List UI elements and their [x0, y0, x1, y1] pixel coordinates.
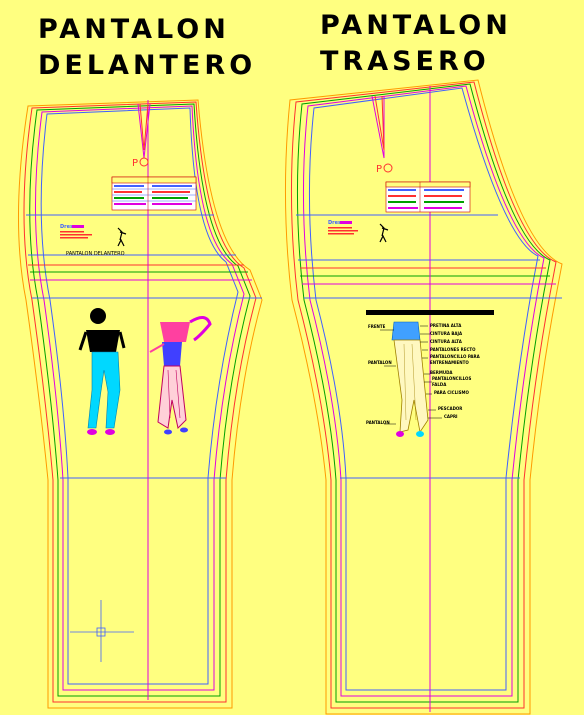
note-pescador: PESCADOR — [438, 406, 462, 411]
note-falda: FALDA — [432, 382, 447, 387]
back-logo-block: Dres — [328, 220, 389, 243]
note-bermuda: BERMUDA — [430, 370, 453, 375]
front-logo-block: Dres — [60, 224, 127, 247]
front-brand-text: Dres — [60, 224, 73, 230]
note-pantalon-2: PANTALON — [366, 420, 390, 425]
back-point-label: P — [376, 164, 382, 175]
note-capri: CAPRI — [444, 414, 458, 419]
front-point-label: P — [132, 158, 138, 169]
front-pattern-piece — [17, 99, 263, 709]
front-crosshair — [70, 600, 134, 662]
front-title-line1: PANTALON — [38, 14, 230, 45]
note-para-ciclismo: PARA CICLISMO — [434, 390, 469, 395]
note-pantaloncillos: PANTALONCILLOS — [432, 376, 471, 381]
front-title-line2: DELANTERO — [38, 50, 257, 81]
front-title: PANTALON DELANTERO — [38, 12, 256, 84]
note-pantalon-1: PANTALON — [368, 360, 392, 365]
note-pantaloncillo-para: PANTALONCILLO PARA — [430, 354, 481, 359]
note-pretina-alta: PRETINA ALTA — [430, 323, 462, 328]
back-brand-text: Dres — [328, 220, 341, 226]
note-entrenamiento: ENTRENAMIENTO — [430, 360, 469, 365]
back-title-line1: PANTALON — [320, 10, 512, 41]
style-notes: FRENTE PRETINA ALTA CINTURA BAJA CINTURA… — [366, 323, 481, 425]
front-fashion-figures — [78, 308, 212, 435]
back-title-line2: TRASERO — [320, 46, 490, 77]
note-cintura-alta: CINTURA ALTA — [430, 339, 463, 344]
back-title: PANTALON TRASERO — [320, 8, 512, 80]
black-bar — [366, 310, 494, 315]
back-style-diagram — [380, 321, 442, 437]
note-cintura-baja: CINTURA BAJA — [430, 331, 463, 336]
front-size-table — [111, 176, 197, 211]
note-pantalones-recto: PANTALONES RECTO — [430, 347, 476, 352]
note-frente: FRENTE — [368, 324, 386, 329]
front-piece-label: PANTALON DELANTERO — [66, 251, 125, 257]
back-size-table — [385, 181, 471, 213]
